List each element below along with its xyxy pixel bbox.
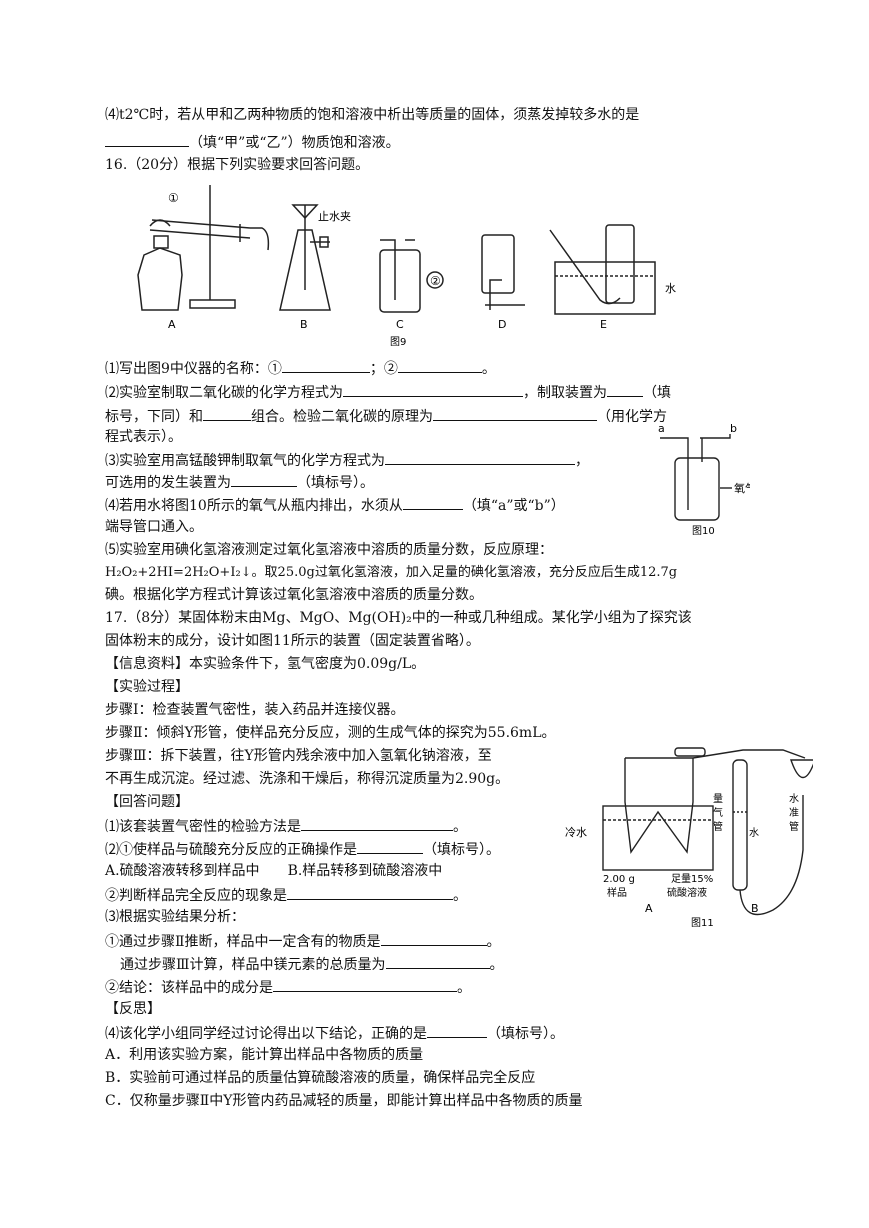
fig9-label-c: C bbox=[396, 318, 404, 331]
q17-option-a: A．利用该实验方案，能计算出样品中各物质的质量 bbox=[105, 1047, 424, 1063]
fig11-acid-2: 硫酸溶液 bbox=[667, 886, 707, 899]
q17-step2: 步骤Ⅱ：倾斜Y形管，使样品充分反应，测的生成气体的探究为55.6mL。 bbox=[105, 725, 556, 741]
q16-p2-line1: ⑵实验室制取二氧化碳的化学方程式为，制取装置为（填 bbox=[105, 382, 671, 402]
answer-blank[interactable] bbox=[281, 358, 370, 373]
answer-blank[interactable] bbox=[427, 1023, 487, 1038]
q16-p1: ⑴写出图9中仪器的名称：①；②。 bbox=[105, 358, 496, 378]
q16-p3-line1: ⑶实验室用高锰酸钾制取氧气的化学方程式为， bbox=[105, 450, 589, 470]
conical-flask bbox=[279, 229, 331, 311]
answer-blank[interactable] bbox=[397, 358, 482, 373]
fig9-label-b: B bbox=[300, 318, 308, 331]
fig10-gas-label: 氧气 bbox=[734, 481, 750, 495]
fig9-marker-2: ② bbox=[430, 274, 441, 288]
cold-water-bath bbox=[602, 805, 714, 871]
q17-process-heading: 【实验过程】 bbox=[105, 679, 189, 695]
q17-step1: 步骤Ⅰ：检查装置气密性，装入药品并连接仪器。 bbox=[105, 702, 405, 718]
level-tube bbox=[790, 759, 813, 779]
answer-blank[interactable] bbox=[343, 382, 523, 397]
gas-bottle-d bbox=[481, 234, 515, 294]
fig11-level-1: 水 bbox=[789, 793, 799, 805]
q17-option-b: B．实验前可通过样品的质量估算硫酸溶液的质量，确保样品完全反应 bbox=[105, 1070, 536, 1086]
figure-9: A B C D E ① ② 止水夹 水 图9 bbox=[137, 185, 676, 348]
test-tube bbox=[149, 219, 251, 239]
q17-a3-1: ①通过步骤Ⅱ推断，样品中一定含有的物质是。 bbox=[105, 931, 501, 951]
option-a: A.硫酸溶液转移到样品中 bbox=[105, 863, 260, 879]
fig10-label-a: a bbox=[658, 422, 665, 435]
q17-info: 【信息资料】本实验条件下，氢气密度为0.09g/L。 bbox=[105, 656, 426, 672]
q16-p5-line2: H₂O₂+2HI=2H₂O+I₂↓。取25.0g过氧化氢溶液，加入足量的碘化氢溶… bbox=[105, 565, 678, 580]
fig11-water: 水 bbox=[749, 827, 759, 839]
fig11-burette-1: 量 bbox=[713, 793, 723, 805]
q16-p5-line3: 碘。根据化学方程式计算该过氧化氢溶液中溶质的质量分数。 bbox=[105, 587, 483, 603]
q17-a2b: ②判断样品完全反应的现象是。 bbox=[105, 885, 467, 905]
fig11-level-3: 管 bbox=[789, 820, 799, 833]
fig10-caption: 图10 bbox=[692, 525, 715, 537]
q17-intro-1: 17.（8分）某固体粉末由Mg、MgO、Mg(OH)₂中的一种或几种组成。某化学… bbox=[105, 610, 692, 626]
figure-11: 冷水 2.00 g 样品 足量15% 硫酸溶液 量 气 管 水 水 准 管 A … bbox=[565, 747, 813, 929]
q16-p2-line2: 标号，下同）和组合。检验二氧化碳的原理为（用化学方 bbox=[105, 406, 667, 426]
gas-bottle bbox=[674, 457, 720, 521]
q17-reflect-heading: 【反思】 bbox=[105, 1001, 161, 1017]
fig11-caption: 图11 bbox=[691, 917, 714, 929]
q17-a3-2: 通过步骤Ⅲ计算，样品中镁元素的总质量为。 bbox=[120, 954, 504, 974]
q16-title: 16.（20分）根据下列实验要求回答问题。 bbox=[105, 157, 370, 173]
q17-step3-a: 步骤Ⅲ：拆下装置，往Y形管内残余液中加入氢氧化钠溶液，至 bbox=[105, 748, 492, 764]
fig9-marker-1: ① bbox=[168, 191, 179, 205]
option-b: B.样品转移到硫酸溶液中 bbox=[287, 863, 443, 879]
q17-option-c: C．仅称量步骤Ⅱ中Y形管内药品减轻的质量，即能计算出样品中各物质的质量 bbox=[105, 1093, 583, 1109]
q16-p3-line2: 可选用的发生装置为（填标号）。 bbox=[105, 472, 374, 492]
fig11-level-2: 准 bbox=[789, 807, 799, 819]
fig10-label-b: b bbox=[730, 422, 737, 435]
q16-p4-line1: ⑷若用水将图10所示的氧气从瓶内排出，水须从（填“a”或“b”） bbox=[105, 495, 565, 515]
q15-4-line2: （填“甲”或“乙”）物质饱和溶液。 bbox=[105, 132, 400, 152]
answer-blank[interactable] bbox=[273, 977, 457, 992]
answer-blank[interactable] bbox=[402, 495, 463, 510]
fig11-label-a: A bbox=[645, 902, 653, 915]
fig9-label-e: E bbox=[600, 318, 607, 331]
fig11-acid-1: 足量15% bbox=[671, 873, 713, 885]
fig11-sample-label: 样品 bbox=[607, 886, 627, 899]
answer-blank[interactable] bbox=[607, 382, 643, 397]
fig9-caption: 图9 bbox=[390, 336, 406, 348]
q17-a2-options: A.硫酸溶液转移到样品中 B.样品转移到硫酸溶液中 bbox=[105, 862, 442, 880]
q17-answer-heading: 【回答问题】 bbox=[105, 794, 189, 810]
answer-blank[interactable] bbox=[301, 816, 453, 831]
fig11-label-b: B bbox=[751, 902, 759, 915]
q17-a4: ⑷该化学小组同学经过讨论得出以下结论，正确的是（填标号）。 bbox=[105, 1023, 564, 1043]
alcohol-lamp bbox=[137, 247, 183, 311]
fig9-water-label: 水 bbox=[665, 282, 676, 295]
q17-a2: ⑵①使样品与硫酸充分反应的正确操作是（填标号）。 bbox=[105, 839, 500, 859]
fig9-label-d: D bbox=[498, 318, 506, 331]
stand-base bbox=[189, 299, 236, 309]
q16-p2-line3: 程式表示）。 bbox=[105, 429, 182, 445]
q15-4-line1: ⑷t2℃时，若从甲和乙两种物质的饱和溶液中析出等质量的固体，须蒸发掉较多水的是 bbox=[105, 107, 640, 123]
q16-p5-line1: ⑸实验室用碘化氢溶液测定过氧化氢溶液中溶质的质量分数，反应原理： bbox=[105, 542, 553, 558]
gas-bottle-c bbox=[379, 249, 421, 313]
fig11-cold-water: 冷水 bbox=[565, 826, 587, 839]
fig9-clamp-label: 止水夹 bbox=[318, 210, 351, 223]
q17-a1: ⑴该套装置气密性的检验方法是。 bbox=[105, 816, 467, 836]
y-tube bbox=[624, 758, 694, 854]
answer-blank[interactable] bbox=[287, 885, 453, 900]
answer-blank[interactable] bbox=[433, 406, 597, 421]
answer-blank[interactable] bbox=[380, 931, 487, 946]
water-trough bbox=[554, 261, 656, 315]
q16-p4-line2: 端导管口通入。 bbox=[105, 519, 203, 535]
q17-step3-b: 不再生成沉淀。经过滤、洗涤和干燥后，称得沉淀质量为2.90g。 bbox=[105, 771, 510, 787]
answer-blank[interactable] bbox=[203, 406, 251, 421]
gas-burette bbox=[732, 759, 748, 891]
figure-10: a b 氧气 图10 bbox=[658, 422, 750, 537]
answer-blank[interactable] bbox=[357, 839, 423, 854]
answer-blank[interactable] bbox=[385, 450, 575, 465]
fig11-burette-3: 管 bbox=[713, 820, 723, 833]
answer-blank[interactable] bbox=[105, 132, 189, 147]
fig11-burette-2: 气 bbox=[713, 806, 723, 819]
q17-a3: ⑶根据实验结果分析： bbox=[105, 909, 245, 925]
q17-a3-3: ②结论：该样品中的成分是。 bbox=[105, 977, 471, 997]
answer-blank[interactable] bbox=[231, 472, 297, 487]
fig11-sample-mass: 2.00 g bbox=[603, 874, 635, 885]
q17-intro-2: 固体粉末的成分，设计如图11所示的装置（固定装置省略）。 bbox=[105, 633, 480, 649]
fig9-label-a: A bbox=[168, 318, 176, 331]
answer-blank[interactable] bbox=[385, 954, 490, 969]
